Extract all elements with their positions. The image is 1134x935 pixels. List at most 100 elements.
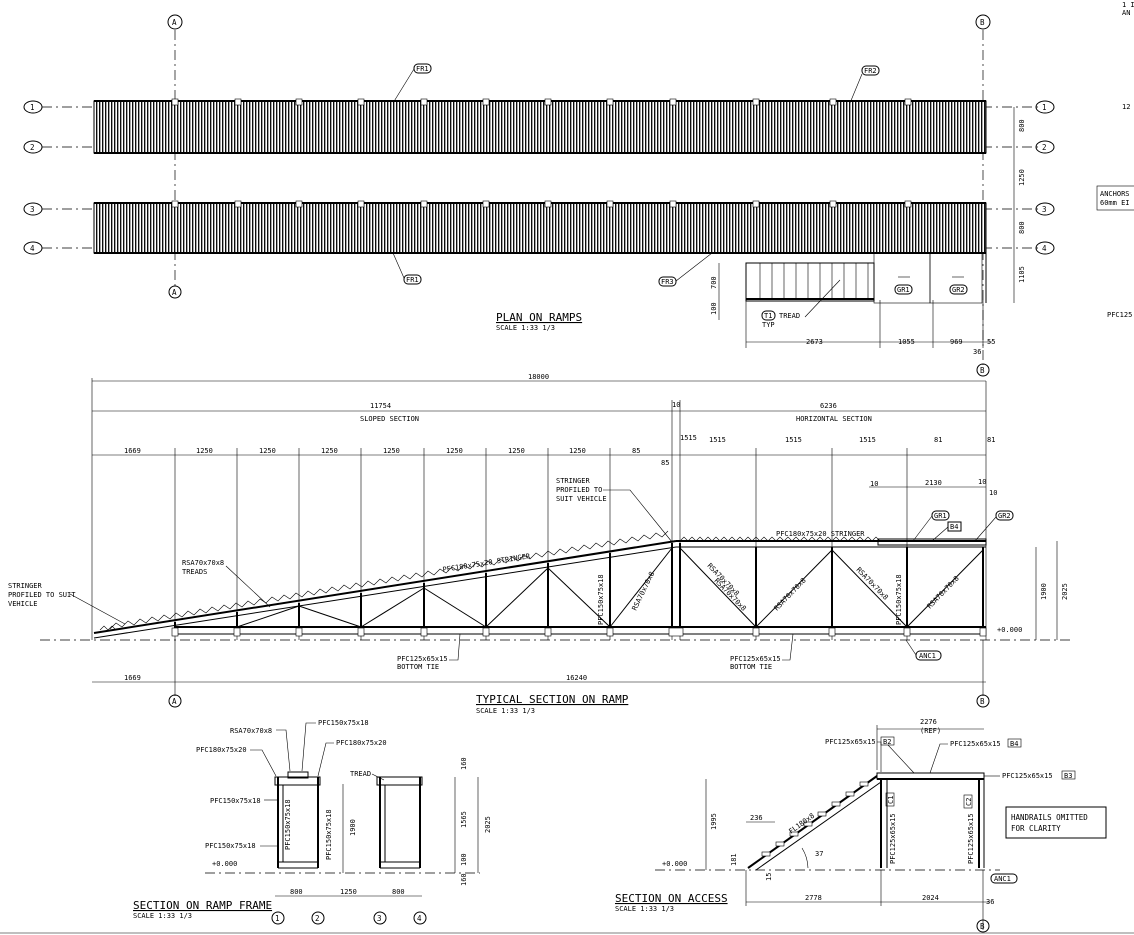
section-title: TYPICAL SECTION ON RAMP (476, 693, 629, 706)
svg-text:PFC125x65x15: PFC125x65x15 (397, 655, 448, 663)
svg-text:B: B (980, 697, 985, 706)
stringer-left-note: STRINGER PROFILED TO SUIT VEHICLE (8, 582, 126, 625)
grid-bubble-b: B (980, 18, 985, 27)
tag-c2: C2 (965, 798, 973, 806)
dim-bottom: 969 (950, 338, 963, 346)
svg-text:B: B (980, 922, 985, 931)
access-labels: PFC125x65x15 B2 PFC125x65x15 B4 PFC125x6… (825, 736, 1076, 780)
svg-text:PROFILED TO SUIT: PROFILED TO SUIT (8, 591, 76, 599)
svg-text:1250: 1250 (196, 447, 213, 455)
section-scale: SCALE 1:33 1/3 (476, 707, 535, 715)
svg-text:PFC150x75x18: PFC150x75x18 (597, 574, 605, 625)
dim-bottom: 55 (987, 338, 995, 346)
dim-100: 100 (710, 302, 718, 315)
dim-1900: 1900 (1040, 583, 1048, 600)
dim-10c: 10 (978, 478, 986, 486)
svg-text:RSA70x70x8: RSA70x70x8 (182, 559, 224, 567)
dim-160b: 160 (460, 873, 468, 886)
svg-text:PFC125x65x15: PFC125x65x15 (730, 655, 781, 663)
svg-text:STRINGER: STRINGER (8, 582, 43, 590)
tag-gr2: GR2 (952, 286, 965, 294)
svg-text:2: 2 (1042, 143, 1047, 152)
svg-text:TREADS: TREADS (182, 568, 207, 576)
ramp-grating (93, 100, 987, 154)
svg-text:1515: 1515 (680, 434, 697, 442)
right-edge-fragments: 1 I AN 12 ANCHORS 60mm EI PFC125 (1096, 1, 1134, 319)
dim-bottom: 36 (986, 898, 994, 906)
dim-right: 800 (1018, 221, 1026, 234)
svg-text:1: 1 (1042, 103, 1047, 112)
svg-text:SUIT VEHICLE: SUIT VEHICLE (556, 495, 607, 503)
svg-text:BOTTOM TIE: BOTTOM TIE (730, 663, 772, 671)
dim-bottom: 1669 (124, 674, 141, 682)
tag-fr1: FR1 (406, 276, 419, 284)
frame-grid-bubbles: 1 2 3 4 (271, 911, 427, 925)
svg-text:1: 1 (275, 914, 280, 923)
dim-1565: 1565 (460, 811, 468, 828)
dim-bottom: 2024 (922, 894, 939, 902)
stringer-label: PFC180x75x20 STRINGER (776, 530, 865, 538)
plan-view: A B A B 1 2 3 4 1 2 3 4 (23, 14, 1055, 377)
horizontal-label: HORIZONTAL SECTION (796, 415, 872, 423)
svg-text:1250: 1250 (508, 447, 525, 455)
dim-overall: 18000 (528, 373, 549, 381)
svg-text:4: 4 (30, 244, 35, 253)
svg-text:2: 2 (315, 914, 320, 923)
svg-text:4: 4 (417, 914, 422, 923)
svg-text:VEHICLE: VEHICLE (8, 600, 38, 608)
access-title: SECTION ON ACCESS (615, 892, 728, 905)
svg-text:STRINGER: STRINGER (556, 477, 591, 485)
svg-text:PFC180x75x20: PFC180x75x20 (336, 739, 387, 747)
svg-text:RSA70x70x8: RSA70x70x8 (631, 570, 657, 611)
corner-text: PFC125 (1107, 311, 1132, 319)
svg-text:PFC125x65x15: PFC125x65x15 (825, 738, 876, 746)
svg-text:A: A (172, 697, 177, 706)
svg-text:1: 1 (30, 103, 35, 112)
column-label: PFC125x65x15 (889, 813, 897, 864)
tag-b4: B4 (950, 523, 958, 531)
dim-bottom: 16240 (566, 674, 587, 682)
plan-title: PLAN ON RAMPS (496, 311, 582, 324)
svg-text:3: 3 (377, 914, 382, 923)
dim-2025: 2025 (484, 816, 492, 833)
tag-gr2: GR2 (998, 512, 1011, 520)
tag-fr1: FR1 (416, 65, 429, 73)
dim-85v: 85 (661, 459, 669, 467)
svg-text:PROFILED TO: PROFILED TO (556, 486, 602, 494)
svg-text:RSA70x70x8: RSA70x70x8 (926, 575, 961, 611)
svg-text:1515: 1515 (785, 436, 802, 444)
column-label: PFC125x65x15 (967, 813, 975, 864)
tread-note: RSA70x70x8 TREADS (182, 559, 271, 608)
svg-text:1515: 1515 (859, 436, 876, 444)
dim-2025: 2025 (1061, 583, 1069, 600)
svg-text:PFC125x65x15: PFC125x65x15 (1002, 772, 1053, 780)
access-section: FL180x8 236 181 15 37 2276 (REF) PFC125x… (615, 718, 1107, 933)
tag-c1: C1 (887, 796, 895, 804)
frame-vertical-label: PFC150x75x18 (284, 799, 292, 850)
note-line: FOR CLARITY (1011, 824, 1061, 833)
tag-b3: B3 (1064, 772, 1072, 780)
svg-text:81: 81 (987, 436, 995, 444)
dim-bottom: 2778 (805, 894, 822, 902)
svg-text:1250: 1250 (321, 447, 338, 455)
tag-gr1: GR1 (897, 286, 910, 294)
svg-text:1250: 1250 (569, 447, 586, 455)
corner-text: 60mm EI (1100, 199, 1130, 207)
note-box (1005, 806, 1107, 839)
tag-gr1: GR1 (934, 512, 947, 520)
stringer-note: STRINGER PROFILED TO SUIT VEHICLE (556, 477, 673, 543)
access-scale: SCALE 1:33 1/3 (615, 905, 674, 913)
top-dim-ref: (REF) (920, 727, 941, 735)
grid-bubbles-right: 1 2 3 4 (1035, 100, 1055, 255)
dim-bottom: 36 (973, 348, 981, 356)
frame-scale: SCALE 1:33 1/3 (133, 912, 192, 920)
svg-text:1515: 1515 (709, 436, 726, 444)
angle-label: 37 (815, 850, 823, 858)
svg-text:1250: 1250 (446, 447, 463, 455)
dim-100: 100 (460, 853, 468, 866)
dim-bottom: 2673 (806, 338, 823, 346)
svg-text:PFC150x75x18: PFC150x75x18 (205, 842, 256, 850)
level-label: +0.000 (662, 860, 687, 868)
dim-15: 15 (765, 873, 773, 881)
grid-bubble-a: A (172, 288, 177, 297)
